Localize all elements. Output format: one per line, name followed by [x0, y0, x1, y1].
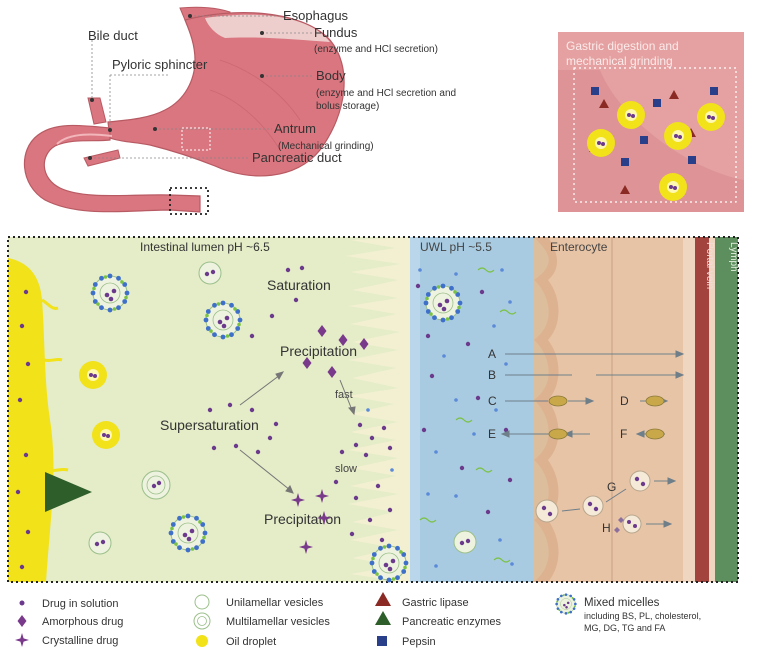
- legend-pepsin: Pepsin: [402, 636, 436, 648]
- lymph-label: Lymph: [728, 242, 739, 272]
- label-esophagus: Esophagus: [283, 8, 349, 23]
- label-body-note-2: bolus storage): [316, 101, 379, 112]
- route-g-label: G: [607, 480, 616, 494]
- precipitation-top-label: Precipitation: [280, 343, 357, 359]
- intestine-panel: Intestinal lumen pH ~6.5 UWL pH ~5.5 Ent…: [7, 236, 739, 583]
- legend-oil-droplet: Oil droplet: [226, 636, 276, 648]
- label-body-note-1: (enzyme and HCl secretion and: [316, 88, 456, 99]
- legend-oil-icon: [196, 635, 208, 647]
- label-fundus: Fundus: [314, 25, 358, 40]
- legend-mixed-micelles-note-1: including BS, PL, cholesterol,: [584, 611, 701, 621]
- legend-unilamellar-icon: [194, 594, 210, 610]
- legend-amorphous-drug: Amorphous drug: [42, 616, 123, 628]
- label-pyloric-sphincter: Pyloric sphincter: [112, 57, 208, 72]
- route-h-label: H: [602, 521, 611, 535]
- route-c-label: C: [488, 394, 497, 408]
- legend-pepsin-icon: [377, 636, 387, 646]
- legend-pancreatic-enzymes: Pancreatic enzymes: [402, 616, 502, 628]
- legend-drug-in-solution: Drug in solution: [42, 598, 118, 610]
- legend-gastric-lipase: Gastric lipase: [402, 597, 469, 609]
- label-body: Body: [316, 68, 346, 83]
- uwl-title: UWL pH ~5.5: [420, 240, 492, 254]
- legend-crystalline-drug: Crystalline drug: [42, 635, 118, 647]
- legend-micelle-icon: [555, 593, 577, 615]
- legend-pancreatic-icon: [375, 611, 391, 625]
- legend-multilamellar-icon: [193, 612, 211, 630]
- label-fundus-note: (enzyme and HCl secretion): [314, 44, 438, 55]
- enterocyte-title: Enterocyte: [550, 240, 608, 254]
- route-f-label: F: [620, 427, 627, 441]
- slow-label: slow: [335, 463, 357, 475]
- route-e-label: E: [488, 427, 496, 441]
- lumen-title: Intestinal lumen pH ~6.5: [140, 240, 270, 254]
- stomach-illustration: [24, 6, 345, 215]
- precipitation-bottom-label: Precipitation: [264, 511, 341, 527]
- route-d-label: D: [620, 394, 629, 408]
- legend-multilamellar: Multilamellar vesicles: [226, 616, 330, 628]
- saturation-label: Saturation: [267, 277, 331, 293]
- legend-crystalline-icon: [15, 633, 29, 647]
- legend-mixed-micelles-note-2: MG, DG, TG and FA: [584, 623, 665, 633]
- supersaturation-label: Supersaturation: [160, 417, 259, 433]
- label-antrum: Antrum: [274, 121, 316, 136]
- label-pancreatic-duct: Pancreatic duct: [252, 150, 342, 165]
- legend-gastric-lipase-icon: [375, 592, 391, 606]
- inset-title-1: Gastric digestion and: [566, 39, 679, 53]
- portal-vein-label: Portal vein: [704, 242, 715, 289]
- legend-mixed-micelles: Mixed micelles: [584, 597, 660, 609]
- fast-label: fast: [335, 389, 353, 401]
- inset-title-2: mechanical grinding: [566, 54, 673, 68]
- legend-unilamellar: Unilamellar vesicles: [226, 597, 324, 609]
- route-a-label: A: [488, 347, 496, 361]
- label-bile-duct: Bile duct: [88, 28, 138, 43]
- legend-drug-solution-icon: [19, 600, 25, 606]
- legend-amorphous-icon: [17, 615, 27, 627]
- gastric-inset: Gastric digestion and mechanical grindin…: [558, 32, 744, 212]
- route-b-label: B: [488, 368, 496, 382]
- label-antrum-note: (Mechanical grinding): [278, 141, 374, 152]
- stomach-labels: Esophagus Fundus (enzyme and HCl secreti…: [88, 8, 456, 165]
- legend: Drug in solution Amorphous drug Crystall…: [15, 592, 701, 648]
